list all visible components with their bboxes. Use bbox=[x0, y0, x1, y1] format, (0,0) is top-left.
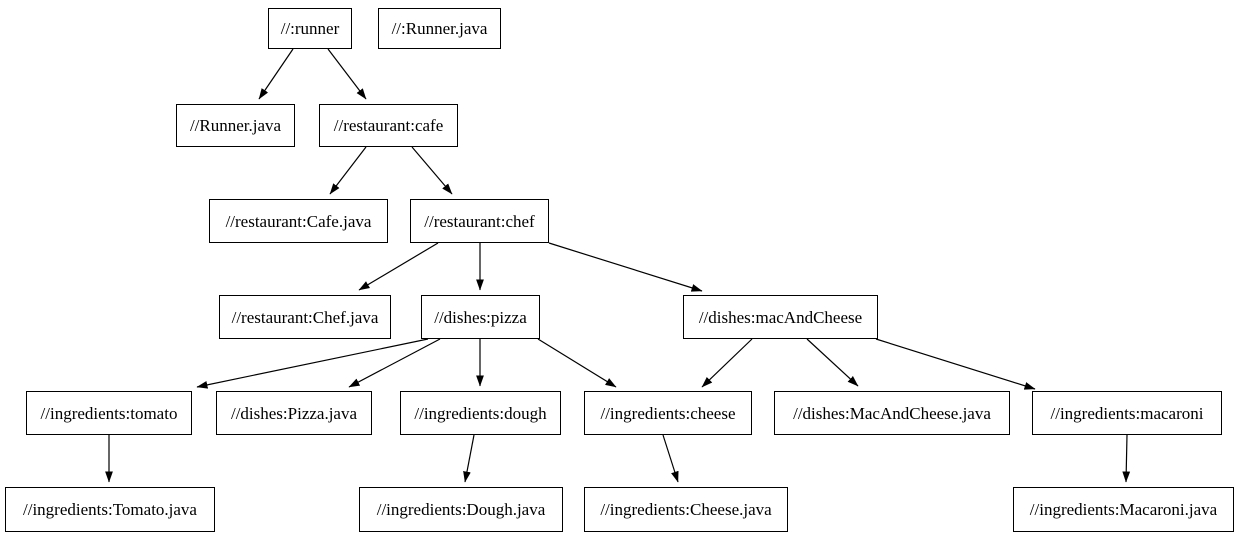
edge-pizza-to-cheese bbox=[537, 338, 617, 388]
edge-runner-to-runner-java bbox=[258, 48, 294, 100]
node-dough: //ingredients:dough bbox=[400, 391, 561, 435]
node-runner-java-standalone: //:Runner.java bbox=[378, 8, 501, 49]
node-runner-java: //Runner.java bbox=[176, 104, 295, 147]
edge-runner-to-cafe bbox=[327, 48, 367, 100]
node-tomato: //ingredients:tomato bbox=[26, 391, 192, 435]
node-cafe-java: //restaurant:Cafe.java bbox=[209, 199, 388, 243]
node-cheese-java: //ingredients:Cheese.java bbox=[584, 487, 788, 532]
edge-cafe-to-cafe-java bbox=[329, 146, 367, 195]
edge-chef-to-chef-java bbox=[358, 242, 439, 291]
node-runner: //:runner bbox=[268, 8, 352, 49]
node-tomato-java: //ingredients:Tomato.java bbox=[5, 487, 215, 532]
node-cafe: //restaurant:cafe bbox=[319, 104, 458, 147]
edge-cheese-to-cheese-java bbox=[662, 434, 679, 483]
node-dough-java: //ingredients:Dough.java bbox=[359, 487, 563, 532]
node-chef: //restaurant:chef bbox=[410, 199, 549, 243]
edge-cafe-to-chef bbox=[411, 146, 453, 195]
edge-pizza-to-tomato bbox=[196, 338, 429, 389]
node-pizza-java: //dishes:Pizza.java bbox=[216, 391, 372, 435]
edge-dough-to-dough-java bbox=[463, 434, 475, 483]
edge-mac-and-cheese-to-macaroni bbox=[875, 338, 1036, 390]
node-pizza: //dishes:pizza bbox=[421, 295, 540, 339]
edge-mac-and-cheese-to-cheese bbox=[701, 338, 753, 388]
edge-pizza-to-pizza-java bbox=[348, 338, 441, 388]
edge-mac-and-cheese-to-mac-and-cheese-java bbox=[806, 338, 859, 387]
edge-chef-to-mac-and-cheese bbox=[548, 242, 703, 292]
node-macaroni: //ingredients:macaroni bbox=[1032, 391, 1222, 435]
edge-macaroni-to-macaroni-java bbox=[1122, 434, 1131, 483]
node-macaroni-java: //ingredients:Macaroni.java bbox=[1013, 487, 1234, 532]
node-mac-and-cheese: //dishes:macAndCheese bbox=[683, 295, 878, 339]
node-cheese: //ingredients:cheese bbox=[584, 391, 752, 435]
node-chef-java: //restaurant:Chef.java bbox=[219, 295, 391, 339]
node-mac-and-cheese-java: //dishes:MacAndCheese.java bbox=[774, 391, 1010, 435]
